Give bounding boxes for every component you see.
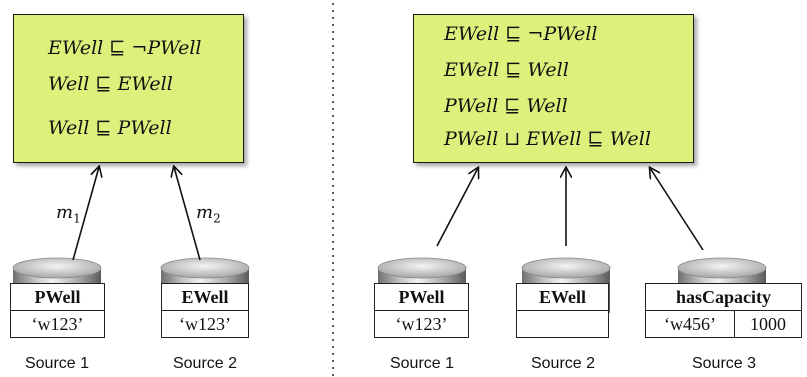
ontology-box-right: EWell ⊑ ¬PWell EWell ⊑ Well PWell ⊑ Well… — [413, 14, 694, 163]
source-table-hascapacity: hasCapacity ‘w456’ 1000 — [645, 283, 803, 338]
table-cell: ‘w456’ — [645, 310, 735, 338]
table-header: PWell — [10, 283, 105, 311]
table-cell — [516, 310, 609, 338]
table-cell: ‘w123’ — [10, 310, 105, 338]
mapping-arrow-m1 — [72, 167, 99, 261]
table-header: PWell — [374, 283, 469, 311]
table-cell: ‘w123’ — [161, 310, 249, 338]
mapping-arrow-source-1 — [436, 168, 478, 247]
mapping-label-m2: m2 — [196, 202, 221, 226]
axiom: Well ⊑ PWell — [48, 117, 172, 139]
source-label: Source 1 — [24, 355, 90, 372]
table-cell: 1000 — [733, 310, 803, 338]
table-cell: ‘w123’ — [374, 310, 469, 338]
axiom: EWell ⊑ ¬PWell — [48, 37, 202, 59]
mapping-arrow-source-3 — [650, 168, 704, 251]
source-table-ewell: EWell — [516, 283, 609, 338]
source-label: Source 2 — [530, 355, 596, 372]
source-table-ewell: EWell ‘w123’ — [161, 283, 249, 338]
ontology-box-left: EWell ⊑ ¬PWell Well ⊑ EWell Well ⊑ PWell — [13, 14, 244, 163]
source-table-pwell: PWell ‘w123’ — [10, 283, 105, 338]
axiom: PWell ⊑ Well — [444, 95, 568, 117]
table-header: EWell — [516, 283, 609, 311]
table-header: hasCapacity — [645, 283, 802, 311]
mapping-label-m1: m1 — [56, 202, 81, 226]
source-label: Source 3 — [691, 355, 757, 372]
source-table-pwell: PWell ‘w123’ — [374, 283, 469, 338]
axiom: Well ⊑ EWell — [48, 73, 173, 95]
mapping-arrow-m2 — [174, 167, 201, 261]
axiom: PWell ⊔ EWell ⊑ Well — [444, 128, 651, 150]
source-label: Source 1 — [389, 355, 455, 372]
axiom: EWell ⊑ Well — [444, 59, 569, 81]
table-header: EWell — [161, 283, 249, 311]
axiom: EWell ⊑ ¬PWell — [444, 23, 598, 45]
source-label: Source 2 — [172, 355, 238, 372]
